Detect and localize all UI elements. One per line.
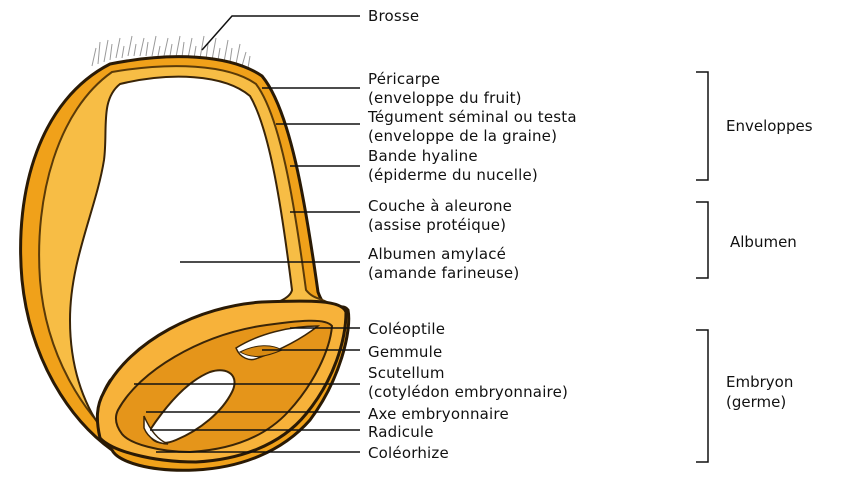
label-albumen-amylace: Albumen amylacé: [368, 245, 506, 264]
label-radicule: Radicule: [368, 423, 434, 442]
label-scutellum-sub: (cotylédon embryonnaire): [368, 383, 568, 402]
label-bande: Bande hyaline: [368, 147, 478, 166]
label-tegument: Tégument séminal ou testa: [368, 108, 577, 127]
label-brosse: Brosse: [368, 7, 419, 26]
label-albumen-amylace-sub: (amande farineuse): [368, 264, 519, 283]
label-couche-sub: (assise protéique): [368, 216, 506, 235]
label-coleorhize: Coléorhize: [368, 444, 449, 463]
label-tegument-sub: (enveloppe de la graine): [368, 127, 557, 146]
label-gemmule: Gemmule: [368, 343, 442, 362]
brackets: [696, 72, 708, 462]
label-axe: Axe embryonnaire: [368, 405, 509, 424]
label-scutellum: Scutellum: [368, 364, 445, 383]
group-embryon-sub: (germe): [726, 392, 786, 413]
group-albumen: Albumen: [730, 232, 797, 253]
label-pericarpe: Péricarpe: [368, 70, 440, 89]
label-couche: Couche à aleurone: [368, 197, 512, 216]
label-bande-sub: (épiderme du nucelle): [368, 166, 538, 185]
group-embryon: Embryon: [726, 372, 793, 393]
label-pericarpe-sub: (enveloppe du fruit): [368, 89, 522, 108]
group-enveloppes: Enveloppes: [726, 116, 813, 137]
label-coleoptile: Coléoptile: [368, 320, 445, 339]
